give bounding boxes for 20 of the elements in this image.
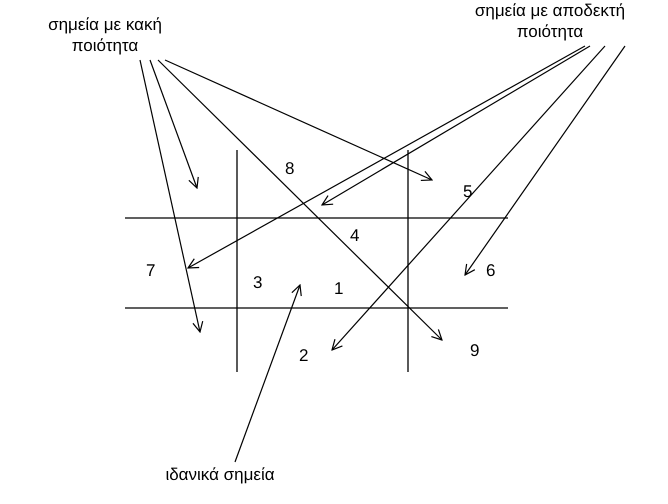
text-label: σημεία με κακή ποιότητα bbox=[30, 14, 180, 58]
point-number: 1 bbox=[334, 280, 344, 298]
point-number: 6 bbox=[486, 262, 496, 280]
arrow bbox=[139, 60, 204, 333]
point-number: 3 bbox=[253, 274, 262, 292]
point-number: 7 bbox=[146, 262, 156, 280]
arrow bbox=[234, 284, 302, 462]
point-number: 4 bbox=[350, 227, 360, 245]
arrow bbox=[321, 45, 590, 206]
arrow bbox=[464, 46, 626, 276]
point-number: 9 bbox=[470, 342, 480, 360]
text-label: ιδανικά σημεία bbox=[150, 464, 290, 488]
arrow bbox=[164, 59, 433, 182]
arrow bbox=[149, 60, 199, 189]
arrow bbox=[331, 46, 606, 351]
arrow bbox=[158, 60, 443, 341]
point-number: 2 bbox=[299, 347, 308, 365]
point-number: 8 bbox=[285, 160, 294, 178]
text-label: σημεία με αποδεκτή ποιότητα bbox=[450, 0, 650, 44]
arrow bbox=[187, 45, 586, 269]
